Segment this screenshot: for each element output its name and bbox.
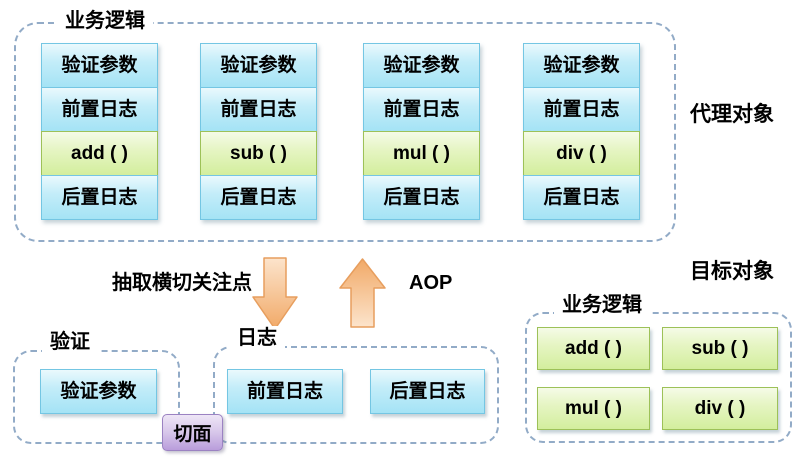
proxy-column-mul: 验证参数 前置日志 mul ( ) 后置日志 (363, 43, 480, 220)
target-container (525, 312, 792, 443)
target-business-logic-label: 业务逻辑 (554, 293, 650, 317)
post-log-box: 后置日志 (523, 175, 640, 220)
method-box: sub ( ) (200, 131, 317, 176)
pre-log-box: 前置日志 (200, 87, 317, 132)
log-label: 日志 (229, 326, 285, 350)
proxy-business-logic-label: 业务逻辑 (57, 9, 153, 33)
aop-label: AOP (409, 272, 453, 294)
extract-crosscut-label: 抽取横切关注点 (112, 272, 252, 294)
method-box: mul ( ) (363, 131, 480, 176)
validate-params-box: 验证参数 (41, 43, 158, 88)
post-log-box: 后置日志 (41, 175, 158, 220)
method-box: div ( ) (523, 131, 640, 176)
validation-label: 验证 (42, 330, 98, 354)
proxy-container (14, 22, 676, 242)
proxy-column-sub: 验证参数 前置日志 sub ( ) 后置日志 (200, 43, 317, 220)
validate-params-box: 验证参数 (200, 43, 317, 88)
target-object-label: 目标对象 (690, 260, 774, 283)
post-log-box: 后置日志 (200, 175, 317, 220)
post-log-box: 后置日志 (370, 369, 485, 414)
pre-log-box: 前置日志 (41, 87, 158, 132)
pre-log-box: 前置日志 (523, 87, 640, 132)
method-box-div: div ( ) (662, 387, 778, 430)
method-box-add: add ( ) (537, 327, 650, 370)
aspect-box: 切面 (162, 414, 223, 451)
post-log-box: 后置日志 (363, 175, 480, 220)
validate-params-box: 验证参数 (363, 43, 480, 88)
method-box: add ( ) (41, 131, 158, 176)
validate-params-box: 验证参数 (40, 369, 157, 414)
proxy-column-div: 验证参数 前置日志 div ( ) 后置日志 (523, 43, 640, 220)
log-container (213, 346, 499, 444)
proxy-object-label: 代理对象 (690, 103, 774, 126)
method-box-mul: mul ( ) (537, 387, 650, 430)
down-arrow-icon (252, 257, 298, 330)
up-arrow-icon (339, 258, 386, 328)
pre-log-box: 前置日志 (363, 87, 480, 132)
proxy-column-add: 验证参数 前置日志 add ( ) 后置日志 (41, 43, 158, 220)
method-box-sub: sub ( ) (662, 327, 778, 370)
pre-log-box: 前置日志 (227, 369, 343, 414)
validate-params-box: 验证参数 (523, 43, 640, 88)
